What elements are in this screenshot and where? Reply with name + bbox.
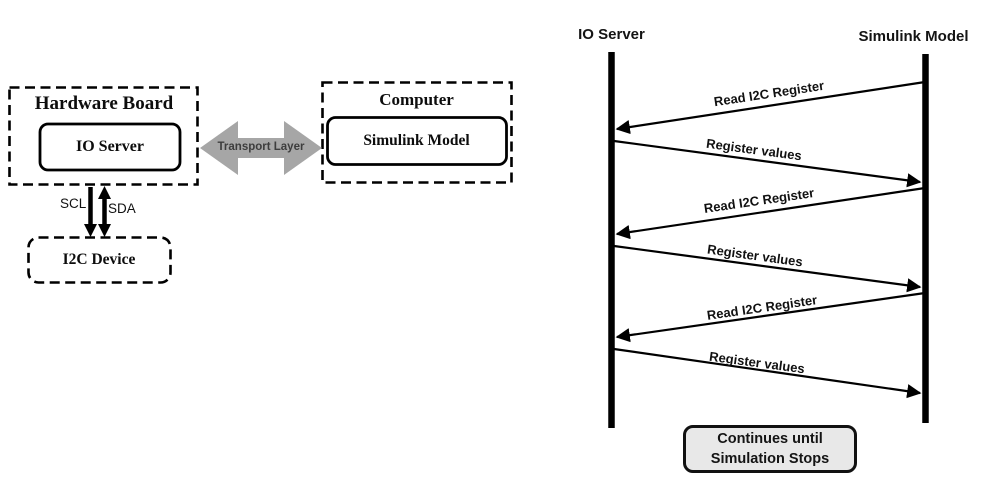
continues-note-line2: Simulation Stops	[710, 451, 830, 467]
continues-note-line1: Continues until	[717, 431, 823, 447]
io-server-box	[38, 122, 182, 172]
message-arrow-read-1	[615, 80, 926, 135]
message-arrow-values-1	[613, 139, 922, 188]
message-arrow-read-2	[615, 186, 926, 240]
message-arrow-values-3	[613, 347, 922, 399]
hardware-board-title: Hardware Board	[34, 93, 174, 114]
scl-label: SCL	[60, 196, 87, 211]
scl-arrowhead-down-icon	[84, 224, 97, 237]
message-arrow-read-3	[615, 291, 926, 343]
sda-label: SDA	[108, 201, 136, 216]
sda-arrowhead-up-icon	[98, 186, 111, 199]
sda-arrowhead-down-icon	[98, 224, 111, 237]
continues-note: Continues until Simulation Stops	[683, 425, 857, 473]
simulink-model-box	[326, 116, 508, 166]
message-arrow-values-2	[613, 244, 922, 293]
transport-layer-label: Transport Layer	[217, 141, 305, 153]
simulink-model-label: Simulink Model	[363, 131, 470, 149]
lifeline-title-io-server: IO Server	[578, 26, 645, 43]
i2c-device-box	[27, 236, 172, 284]
io-server-label: IO Server	[76, 138, 144, 155]
hardware-board-box	[8, 86, 199, 186]
lifeline-title-simulink-model: Simulink Model	[858, 28, 969, 45]
computer-box	[321, 81, 513, 184]
transport-layer-arrow	[200, 121, 322, 175]
i2c-device-label: I2C Device	[62, 250, 136, 268]
computer-title: Computer	[379, 90, 454, 109]
